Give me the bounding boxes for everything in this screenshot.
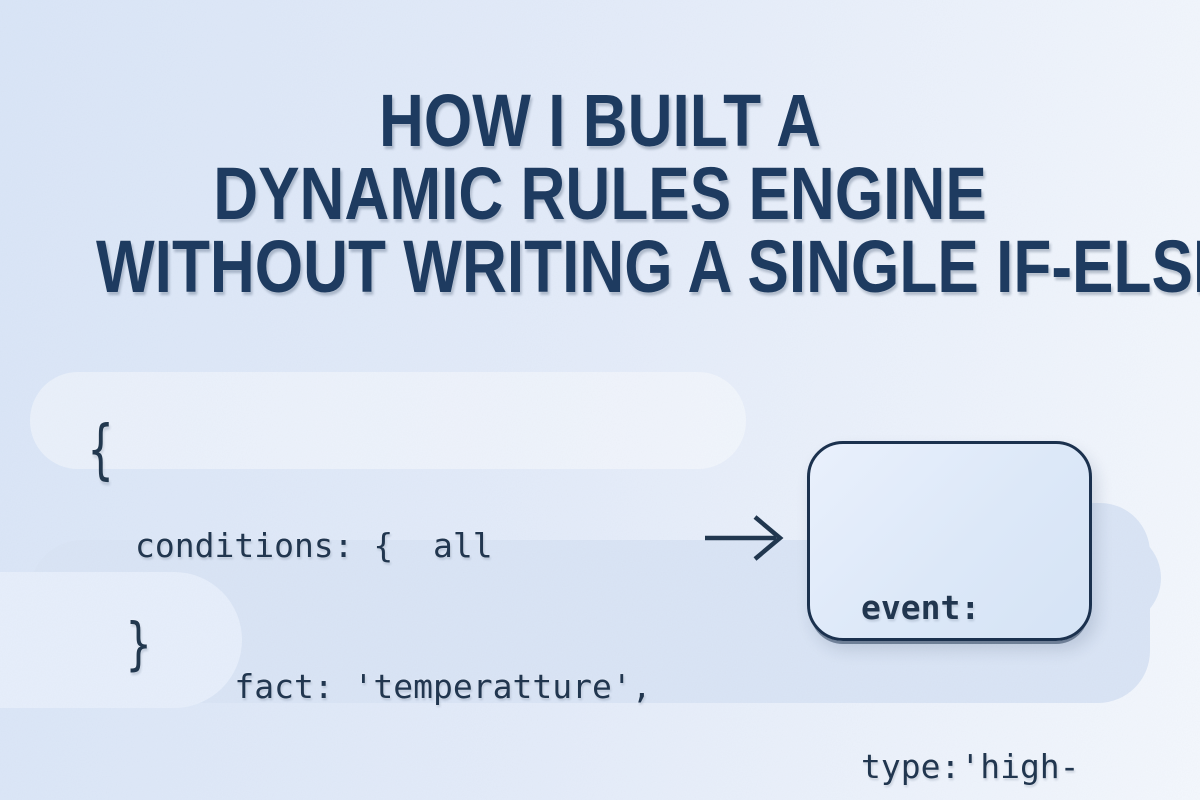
title-line-3: WITHOUT WRITING A SINGLE IF-ELSE — [96, 225, 1200, 308]
right-arrow-icon — [705, 515, 784, 561]
open-brace: { — [88, 410, 114, 487]
event-box-title: event: — [861, 588, 981, 627]
page-title: HOW I BUILT A DYNAMIC RULES ENGINE WITHO… — [0, 79, 1200, 308]
code-line-conditions: conditions: { all — [135, 526, 493, 565]
title-line-1: HOW I BUILT A — [379, 79, 821, 162]
rule-code-snippet: conditions: { all fact: 'temperatture', … — [135, 428, 691, 800]
event-box: event: type:'high- temp' — [807, 441, 1092, 786]
code-line-fact: fact: 'temperatture', — [135, 667, 652, 706]
title-line-2: DYNAMIC RULES ENGINE — [213, 152, 987, 235]
close-brace: } — [126, 610, 152, 677]
event-type-line-1: type:'high- — [861, 747, 1080, 786]
